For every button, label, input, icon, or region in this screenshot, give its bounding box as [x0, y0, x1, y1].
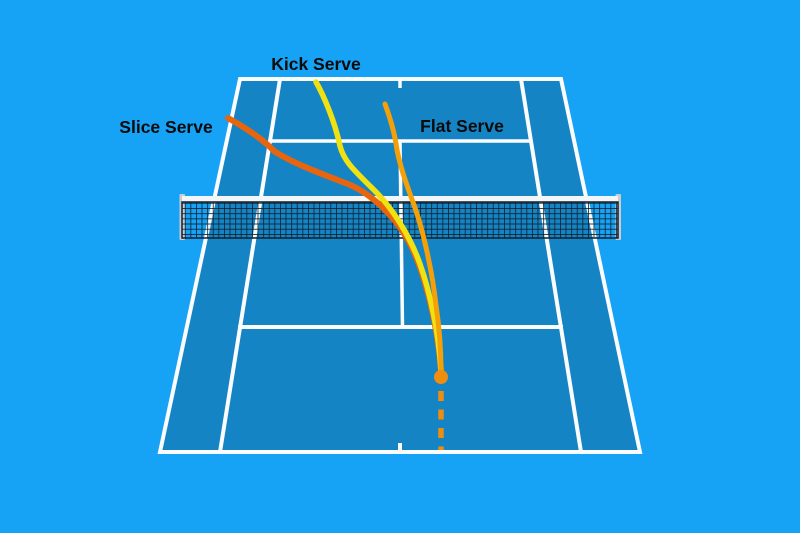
- kick-serve-path: [313, 79, 444, 374]
- net-tape: [182, 196, 618, 202]
- slice-serve-label: Slice Serve: [119, 117, 213, 137]
- flat-serve-label: Flat Serve: [420, 116, 504, 136]
- ball-dot: [434, 370, 448, 384]
- kick-serve-label: Kick Serve: [271, 54, 361, 74]
- flat-serve-path: [382, 101, 444, 374]
- serve-trajectories: [225, 79, 444, 374]
